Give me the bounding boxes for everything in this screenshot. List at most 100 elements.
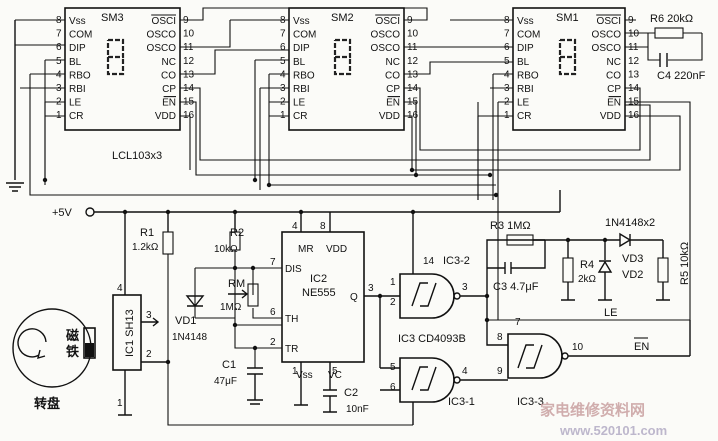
ic3-3-label: IC3-3 xyxy=(517,396,544,408)
supply-rail: +5V xyxy=(52,190,561,295)
sm2-left-pin-4: 4 xyxy=(280,69,286,80)
sm2-right-label-3: NC xyxy=(386,57,400,68)
ic2-pin-q: 3 xyxy=(368,283,374,294)
sm1-left-label-1: COM xyxy=(517,30,540,41)
c2-value: 10nF xyxy=(346,404,369,415)
rm-wiper-icon xyxy=(228,289,249,299)
magnet-char-2: 铁 xyxy=(65,344,79,360)
ic2-body xyxy=(281,231,365,363)
ic3-1-label: IC3-1 xyxy=(448,396,475,408)
ic1-label: IC1 SH13 xyxy=(124,309,136,357)
ground-symbol-icon xyxy=(6,20,24,192)
sm2-left-label-6: LE xyxy=(293,98,306,109)
vd3-diode-icon xyxy=(619,232,663,248)
turntable-disc-icon xyxy=(12,308,92,388)
ic2-vss-label: Vss xyxy=(296,370,313,381)
vd1-label: VD1 xyxy=(175,315,196,327)
vd2-diode-icon xyxy=(597,260,613,301)
sm2-right-label-5: CP xyxy=(386,84,400,95)
module-label: LCL103x3 xyxy=(112,150,162,162)
sm3-right-pin-2: 11 xyxy=(183,42,194,53)
ic2-name: IC2 xyxy=(310,273,327,285)
ic3-1-pin-4: 4 xyxy=(462,366,468,377)
sm1-left-label-7: CR xyxy=(517,111,531,122)
ic3-3-gate: IC3-3 8 9 10 7 EN xyxy=(497,317,691,408)
rm-value: 1MΩ xyxy=(220,302,242,313)
sm3-left-label-3: BL xyxy=(69,57,82,68)
sm1-right-label-2: OSCO xyxy=(592,43,622,54)
ic3-1-gate: IC3 CD4093B IC3-1 5 6 4 xyxy=(377,293,508,425)
vd1-value: 1N4148 xyxy=(172,332,207,343)
sm1-right-label-1: OSCO xyxy=(592,30,622,41)
sm1-left-pin-4: 4 xyxy=(504,69,510,80)
vd1-diode-icon xyxy=(185,295,205,308)
ic3-1-pin-6: 6 xyxy=(390,382,396,393)
sm2-right-label-2: OSCO xyxy=(371,43,401,54)
c4-label: C4 220nF xyxy=(657,70,706,82)
sm3-left-pin-4: 4 xyxy=(56,69,62,80)
ic1-pin-3: 3 xyxy=(146,310,152,321)
r5-resistor-icon xyxy=(657,257,669,283)
ic3-3-pin-8: 8 xyxy=(497,332,503,343)
ic3-2-gate: IC3-2 14 1 2 3 xyxy=(390,239,545,346)
vd2-label: VD2 xyxy=(622,269,643,281)
sm1-left-label-2: DIP xyxy=(517,43,534,54)
ground-bus xyxy=(6,19,513,192)
c3-label: C3 4.7μF xyxy=(493,281,539,293)
sm3-left-label-2: DIP xyxy=(69,43,86,54)
sm1-right-label-7: VDD xyxy=(600,111,621,122)
sm2-right-pin-4: 13 xyxy=(407,69,419,80)
sm2-seven-seg-icon xyxy=(333,38,352,76)
sm3-right-pin-4: 13 xyxy=(183,69,195,80)
rotation-arrow-icon xyxy=(17,328,47,358)
r1-resistor: R1 1.2kΩ xyxy=(132,227,413,426)
ic3-3-nand-icon xyxy=(507,333,563,379)
ic3-label: IC3 CD4093B xyxy=(398,333,466,345)
ic2-pin-mr: 4 xyxy=(292,221,298,232)
ic2-pin-dis: 7 xyxy=(270,257,276,268)
ic3-3-pin-10: 10 xyxy=(572,342,584,353)
sm2-left-pin-1: 7 xyxy=(280,29,286,40)
ic2-q-label: Q xyxy=(350,292,358,303)
sm3-right-pin-1: 10 xyxy=(183,29,195,40)
sm1-left-label-4: RBO xyxy=(517,70,539,81)
sm1-right-label-4: CO xyxy=(606,70,621,81)
sm3-left-label-4: RBO xyxy=(69,70,91,81)
sm1-right-label-0: OSCI xyxy=(597,16,621,27)
turntable-label: 转盘 xyxy=(34,396,60,412)
r4-resistor-icon xyxy=(562,257,574,283)
c2-capacitor-icon xyxy=(323,389,337,413)
sm1-body xyxy=(512,7,626,131)
ic2-timer: IC2 NE555 MR VDD DIS TH TR Vss VC Q 4 8 … xyxy=(270,221,400,415)
r4-value: 2kΩ xyxy=(578,274,597,285)
sm1-right-label-5: CP xyxy=(607,84,621,95)
sm3-right-label-7: VDD xyxy=(155,111,176,122)
oscillator-network: R6 20kΩ C4 220nF xyxy=(625,13,706,82)
supply-label: +5V xyxy=(52,207,73,219)
sm1-left-label-3: BL xyxy=(517,57,530,68)
ic3-2-pin-3: 3 xyxy=(462,282,468,293)
ic3-2-pin-1: 1 xyxy=(390,277,396,288)
sm3-left-label-1: COM xyxy=(69,30,92,41)
ic1-pin-4: 4 xyxy=(117,283,123,294)
r6-label: R6 20kΩ xyxy=(650,13,693,25)
c1-capacitor-icon xyxy=(247,367,263,405)
ic2-th-label: TH xyxy=(285,314,298,325)
r4-label: R4 xyxy=(580,259,594,271)
sm2-right-label-0: OSCI xyxy=(376,16,400,27)
ic2-pin-vdd: 8 xyxy=(320,221,326,232)
turntable: 磁 铁 转盘 xyxy=(12,308,96,412)
sm1-left-label-6: LE xyxy=(517,98,530,109)
sm1-left-pin-2: 6 xyxy=(504,42,510,53)
sm2-right-pin-3: 12 xyxy=(407,56,419,67)
sm1-right-label-3: NC xyxy=(607,57,621,68)
c4-capacitor-icon xyxy=(659,53,668,67)
sm3-right-label-4: CO xyxy=(161,70,176,81)
sm3-left-label-6: LE xyxy=(69,98,82,109)
sm2-left-pin-3: 5 xyxy=(280,56,286,67)
sm2-left-label-3: BL xyxy=(293,57,306,68)
sm3-left-pin-3: 5 xyxy=(56,56,62,67)
r1-value: 1.2kΩ xyxy=(132,242,159,253)
sm3-name: SM3 xyxy=(101,12,124,24)
